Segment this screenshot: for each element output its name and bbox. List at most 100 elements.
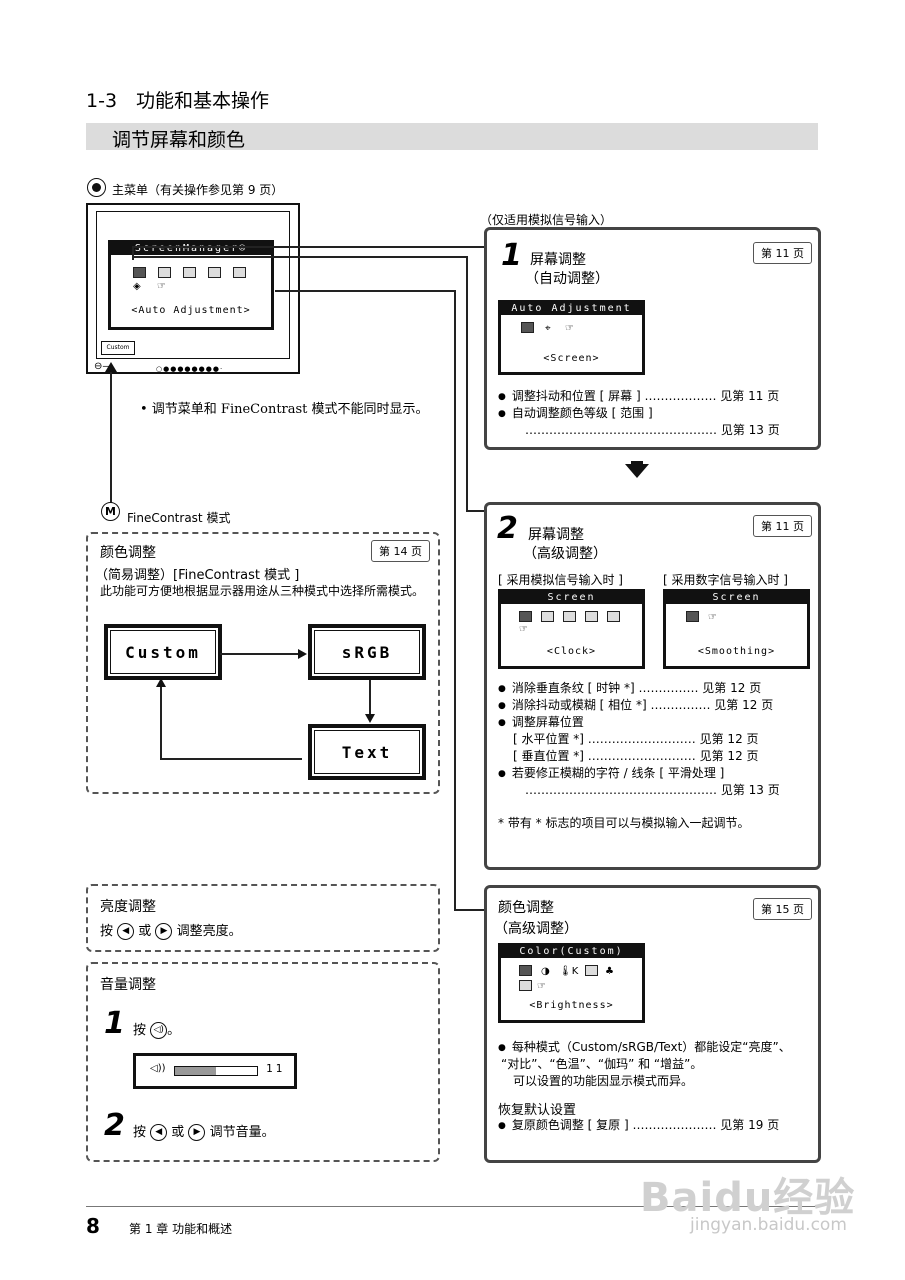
desc-line: “对比”、“色温”、“伽玛” 和 “增益”。: [501, 1057, 703, 1071]
box-subtitle: （高级调整）: [523, 546, 607, 562]
left-button-icon: ◀: [117, 923, 135, 940]
analog-label: [ 采用模拟信号输入时 ]: [498, 573, 623, 587]
volume-step1-text: 按 ◁)。: [133, 1019, 180, 1039]
monitor-screen: [96, 211, 290, 359]
auto-adjust-osd: Auto Adjustment ⌖ ☞ <Screen>: [498, 300, 645, 375]
clock-icon: [519, 611, 532, 622]
osd-title: Color(Custom): [501, 946, 642, 958]
box-title: 亮度调整: [100, 899, 156, 915]
step-number: 2: [497, 511, 518, 546]
osd-title: Screen: [666, 592, 807, 604]
gamma-icon: [585, 965, 598, 976]
connector-line: [466, 256, 468, 511]
brightness-box: 亮度调整 按 ◀ 或 ▶ 调整亮度。: [86, 884, 440, 952]
h-position-icon: [563, 611, 576, 622]
connector-line: [275, 290, 455, 292]
arrow-up-icon: [105, 362, 117, 372]
v-position-icon: [585, 611, 598, 622]
analog-screen-osd: Screen ☞ <Clock>: [498, 589, 645, 669]
box-title: 颜色调整: [498, 900, 554, 916]
arrow-line: [160, 758, 302, 760]
box-title: 颜色调整: [100, 545, 156, 561]
mode-button-icon: M: [101, 502, 120, 521]
footnote: * 带有 * 标志的项目可以与模拟输入一起调节。: [498, 816, 750, 830]
color-custom-osd: Color(Custom) ◑ 🌡K ♣ ☞ <Brightness>: [498, 943, 645, 1023]
desc-line: 每种模式（Custom/sRGB/Text）都能设定“亮度”、: [498, 1038, 791, 1055]
arrow-down-icon: [365, 714, 375, 723]
page-ref: 第 15 页: [753, 898, 812, 920]
volume-osd: ◁)) 11: [133, 1053, 297, 1089]
front-buttons: ○●●●●●●●●·: [156, 365, 224, 373]
volume-box: 音量调整 1 按 ◁)。 ◁)) 11 2 按 ◀ 或 ▶ 调节音量。: [86, 962, 440, 1162]
range-icon: ⌖: [545, 323, 551, 334]
arrow-line: [160, 684, 162, 759]
mode-custom: Custom: [104, 624, 222, 680]
page-ref: 第 11 页: [753, 242, 812, 264]
box-subtitle: （自动调整）: [525, 271, 609, 287]
fine-contrast-label: FineContrast 模式: [127, 511, 231, 525]
osd-caption: <Screen>: [543, 353, 600, 364]
arrow-line: [220, 653, 302, 655]
power-save-menu-icon: [183, 267, 196, 278]
connector-line: [132, 246, 134, 260]
connector-line: [132, 246, 484, 248]
list-item: 消除垂直条纹 [ 时钟 *] …………… 见第 12 页: [498, 679, 761, 696]
contrast-icon: ◑: [541, 966, 550, 977]
smoothing-icon: [607, 611, 620, 622]
list-item: 复原颜色调整 [ 复原 ] ………………… 见第 19 页: [498, 1116, 779, 1133]
connector-line: [132, 256, 467, 258]
osd-caption: <Clock>: [546, 646, 597, 657]
volume-bar-fill: [175, 1067, 216, 1075]
screen-menu-icon: [133, 267, 146, 278]
page-ref: 第 14 页: [371, 540, 430, 562]
arrow-down-icon: [625, 464, 649, 478]
list-item: ………………………………………… 见第 13 页: [525, 423, 780, 437]
connector-line: [110, 370, 112, 503]
main-menu-note: • 调节菜单和 FineContrast 模式不能同时显示。: [140, 402, 429, 417]
osd-title: ScreenManager®: [111, 243, 271, 255]
connector-line: [454, 290, 456, 910]
main-menu-label: 主菜单（有关操作参见第 9 页）: [112, 183, 284, 197]
volume-step2-text: 按 ◀ 或 ▶ 调节音量。: [133, 1121, 275, 1141]
color-advanced-box: 颜色调整 （高级调整） 第 15 页 Color(Custom) ◑ 🌡K ♣ …: [484, 885, 821, 1163]
volume-bar: [174, 1066, 258, 1076]
subsection-title: 调节屏幕和颜色: [112, 129, 246, 151]
osd-caption: <Smoothing>: [697, 646, 776, 657]
right-button-icon: ▶: [188, 1124, 206, 1141]
list-item: 自动调整颜色等级 [ 范围 ]: [498, 404, 653, 421]
subsection-banner: 调节屏幕和颜色: [86, 123, 818, 151]
osd-title: Auto Adjustment: [501, 303, 642, 315]
list-item: 若要修正模糊的字符 / 线条 [ 平滑处理 ]: [498, 764, 724, 781]
digital-screen-osd: Screen ☞ <Smoothing>: [663, 589, 810, 669]
gain-icon: ♣: [605, 966, 614, 977]
screen-manager-osd: ScreenManager® ◈ ☞ <Auto Adjustment>: [108, 240, 274, 330]
osd-caption: <Brightness>: [529, 1000, 614, 1011]
power-icon: ⊖—: [94, 361, 113, 372]
osd-title: Screen: [501, 592, 642, 604]
volume-level: 11: [266, 1062, 286, 1075]
text-press: 按: [133, 1125, 147, 1140]
hand-icon: ☞: [537, 981, 546, 992]
text-suffix: 调整亮度。: [176, 924, 242, 939]
arrow-right-icon: [298, 649, 307, 659]
phase-icon: [541, 611, 554, 622]
monitor-frame: ScreenManager® ◈ ☞ <Auto Adjustment> Cus…: [86, 203, 300, 374]
speaker-icon: ◁)): [150, 1063, 166, 1074]
list-item: ………………………………………… 见第 13 页: [525, 783, 780, 797]
information-menu-icon: [233, 267, 246, 278]
box-title: 屏幕调整: [530, 252, 586, 268]
digital-label: [ 采用数字信号输入时 ]: [663, 573, 788, 587]
reset-icon: [519, 980, 532, 991]
list-sub-item: [ 水平位置 *] ……………………… 见第 12 页: [513, 732, 759, 746]
page-ref: 第 11 页: [753, 515, 812, 537]
list-item: 调整抖动和位置 [ 屏幕 ] ……………… 见第 11 页: [498, 387, 779, 404]
others-menu-icon: [208, 267, 221, 278]
left-button-icon: ◀: [150, 1124, 168, 1141]
arrow-down-stem: [631, 461, 643, 465]
analog-only-note: （仅适用模拟信号输入）: [480, 213, 613, 227]
osd-caption: <Auto Adjustment>: [131, 305, 251, 316]
custom-mode-tag: Custom: [101, 341, 135, 355]
connector-line: [466, 510, 484, 512]
box-subtitle: （高级调整）: [494, 921, 578, 937]
chapter-label: 第 1 章 功能和概述: [129, 1222, 233, 1236]
